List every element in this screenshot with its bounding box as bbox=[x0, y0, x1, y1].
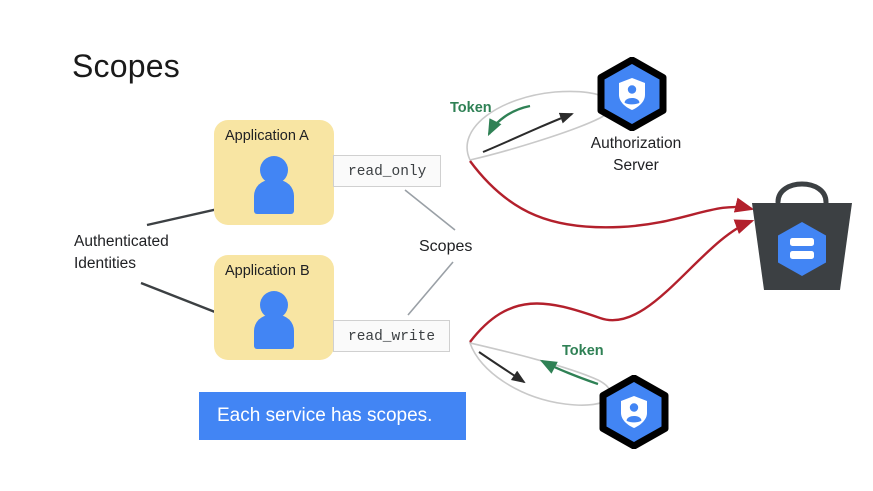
application-b-label: Application B bbox=[225, 263, 310, 279]
flow-arrow-read-write-to-service bbox=[469, 219, 755, 343]
summary-banner: Each service has scopes. bbox=[199, 392, 466, 440]
leader-line-scopes-read-only bbox=[404, 189, 456, 231]
application-a-label: Application A bbox=[225, 128, 309, 144]
shield-person-hexagon-icon bbox=[597, 57, 667, 131]
application-a-card[interactable]: Application A bbox=[214, 120, 334, 225]
scope-box-read-write[interactable]: read_write bbox=[333, 320, 451, 352]
person-icon bbox=[252, 156, 296, 214]
summary-banner-text: Each service has scopes. bbox=[217, 405, 433, 426]
scope-box-read-only[interactable]: read_only bbox=[333, 155, 442, 187]
authorization-server-label: Authorization Server bbox=[590, 135, 682, 174]
shield-person-hexagon-icon bbox=[599, 375, 669, 449]
application-b-card[interactable]: Application B bbox=[214, 255, 334, 360]
authenticated-identities-label: Authenticated Identities bbox=[74, 233, 169, 272]
scopes-label: Scopes bbox=[419, 238, 473, 255]
leader-line-scopes-read-write bbox=[407, 261, 454, 316]
person-icon bbox=[252, 291, 296, 349]
token-label-bottom: Token bbox=[562, 343, 604, 359]
shopping-bag-icon bbox=[752, 181, 852, 290]
token-label-top: Token bbox=[450, 100, 492, 116]
database-hexagon-icon bbox=[778, 222, 826, 276]
page-title: Scopes bbox=[72, 48, 180, 84]
